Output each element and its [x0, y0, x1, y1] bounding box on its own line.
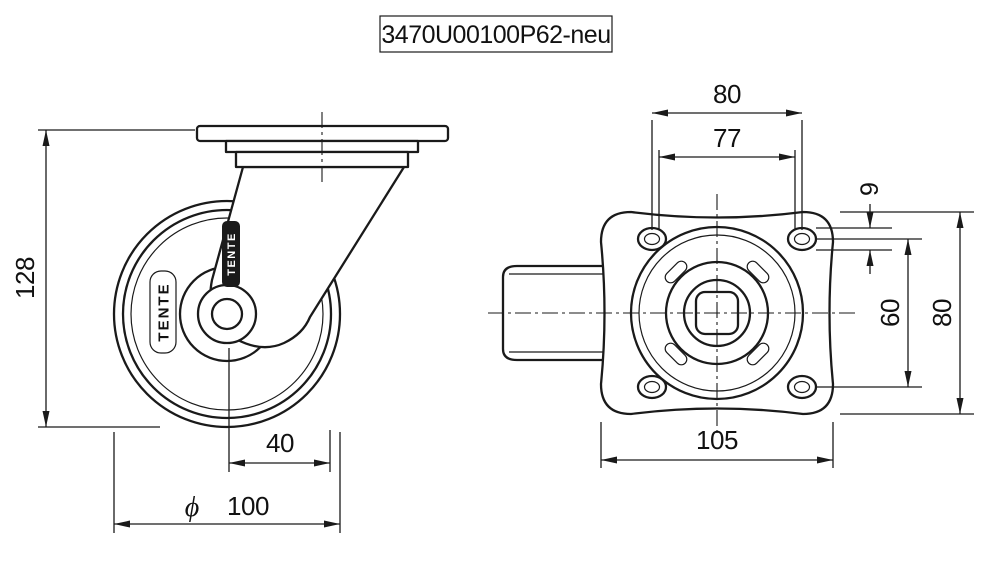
- wheel-outer-circle: [112, 199, 342, 429]
- dim-wheel-diameter: ϕ 100: [113, 432, 341, 533]
- bearing-slot-bottom-left: [664, 342, 688, 366]
- fork-brand-stamp-plate: [222, 221, 240, 287]
- drawing-title: 3470U00100P62-neu: [381, 21, 610, 49]
- bolt-hole-top-left-inner: [643, 232, 661, 246]
- bearing-slot-top-left: [664, 260, 688, 284]
- axle-bolt-circle: [210, 297, 244, 331]
- bearing-outer-ring: [629, 225, 805, 401]
- dim-hub-width: 40: [228, 348, 331, 472]
- dim-bolt-spacing-inner: 77: [658, 123, 796, 230]
- wheel-rim-circle: [130, 217, 324, 411]
- center-square-bore: [694, 290, 740, 336]
- dim-plate-height: 80: [840, 211, 974, 415]
- dim-text-9: 9: [856, 182, 884, 196]
- dim-text-77: 77: [713, 123, 741, 153]
- wheel-brand-stamp-border: [149, 270, 177, 354]
- bolt-hole-bottom-right-inner: [793, 380, 811, 394]
- dim-slot-width: 9: [816, 182, 892, 274]
- dim-bolt-spacing-vertical: 60: [816, 238, 922, 388]
- bolt-hole-top-right-inner: [793, 232, 811, 246]
- dim-text-80-top: 80: [713, 79, 741, 109]
- bolt-hole-bottom-left-inner: [643, 380, 661, 394]
- wheel-brand-stamp: TENTE: [149, 270, 177, 354]
- dim-text-60: 60: [875, 299, 905, 327]
- bolt-hole-bottom-left: [636, 374, 668, 400]
- fork-brand-stamp: TENTE: [222, 221, 240, 287]
- dim-text-128: 128: [10, 257, 40, 299]
- wheel-tread-circle: [121, 208, 333, 420]
- dim-diameter-symbol: ϕ: [185, 492, 200, 523]
- bearing-ring-3: [664, 260, 770, 366]
- fork-brand-label: TENTE: [226, 232, 238, 276]
- title-block: 3470U00100P62-neu: [379, 15, 613, 53]
- side-view: TENTE TENTE 128 40 ϕ 100: [10, 112, 450, 533]
- dim-text-80-right: 80: [927, 299, 957, 327]
- bearing-slot-bottom-right: [746, 342, 770, 366]
- plan-view: 80 77 9 60 80: [488, 79, 974, 468]
- bearing-ring-2: [638, 234, 796, 392]
- dim-plate-width: 105: [600, 422, 834, 468]
- dim-overall-height: 128: [10, 129, 195, 428]
- wheel-brand-label: TENTE: [156, 282, 173, 341]
- dim-text-105: 105: [696, 425, 738, 455]
- dim-bolt-spacing-horizontal: 80: [651, 79, 803, 230]
- dim-text-100: 100: [227, 491, 269, 521]
- bearing-inner-ring: [682, 278, 752, 348]
- bearing-slot-top-right: [746, 260, 770, 284]
- dim-text-40: 40: [266, 428, 294, 458]
- title-box-border: [379, 15, 613, 53]
